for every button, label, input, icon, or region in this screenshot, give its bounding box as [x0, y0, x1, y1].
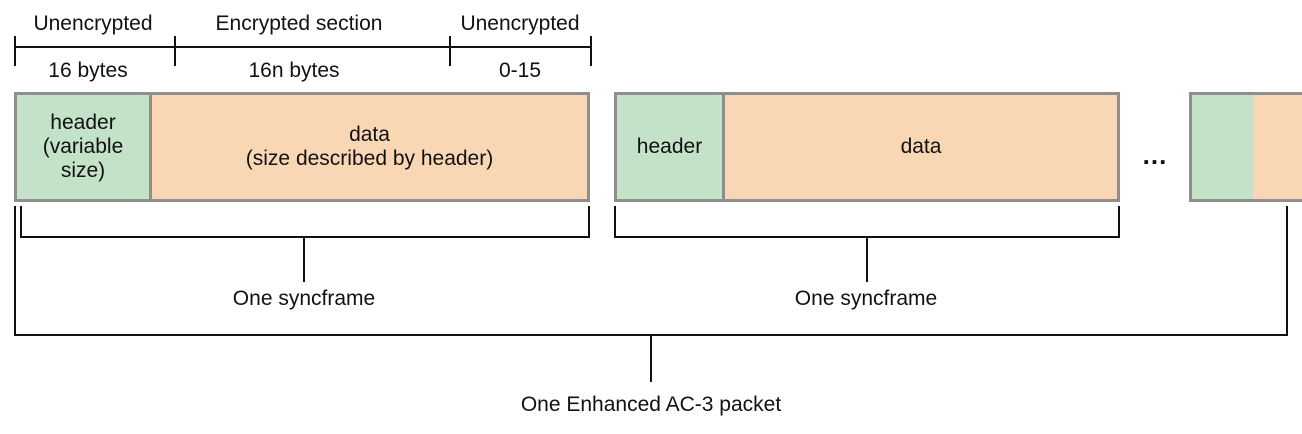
size-label-16-bytes: 16 bytes — [48, 59, 128, 82]
size-label-16n-bytes: 16n bytes — [248, 59, 340, 82]
frame1-bracket-right — [588, 206, 590, 238]
section-label-unencrypted-right: Unencrypted — [460, 12, 580, 35]
frame2-header-block: header — [614, 92, 725, 202]
ruler-tick-2 — [449, 36, 451, 66]
frame1-bracket-bottom — [20, 236, 590, 238]
section-label-encrypted: Encrypted section — [215, 12, 383, 35]
frame1-bracket-stem — [303, 236, 305, 282]
frame2-data-block: data — [722, 92, 1120, 202]
ruler-tick-3 — [590, 36, 592, 66]
size-ruler-line — [14, 46, 592, 48]
size-label-0-15: 0-15 — [498, 59, 542, 82]
frame2-bracket-left — [614, 206, 616, 238]
frame3-header-block-partial — [1189, 92, 1256, 202]
packet-bracket-stem — [650, 334, 652, 382]
frame2-bracket-stem — [866, 236, 868, 282]
ruler-tick-1 — [174, 36, 176, 66]
frame1-data-block: data (size described by header) — [149, 92, 590, 202]
packet-bracket-right — [1286, 206, 1288, 336]
ruler-tick-0 — [14, 36, 16, 66]
frame2-bracket-right — [1118, 206, 1120, 238]
packet-bracket-left — [14, 206, 16, 336]
frame1-caption: One syncframe — [232, 287, 376, 310]
section-label-unencrypted-left: Unencrypted — [33, 12, 153, 35]
frame2-caption: One syncframe — [794, 287, 938, 310]
frame1-bracket-left — [20, 206, 22, 238]
packet-caption: One Enhanced AC-3 packet — [520, 393, 782, 416]
ellipsis: ... — [1142, 140, 1168, 170]
frame1-header-block: header (variable size) — [14, 92, 152, 202]
frame3-data-block-partial — [1253, 92, 1302, 202]
